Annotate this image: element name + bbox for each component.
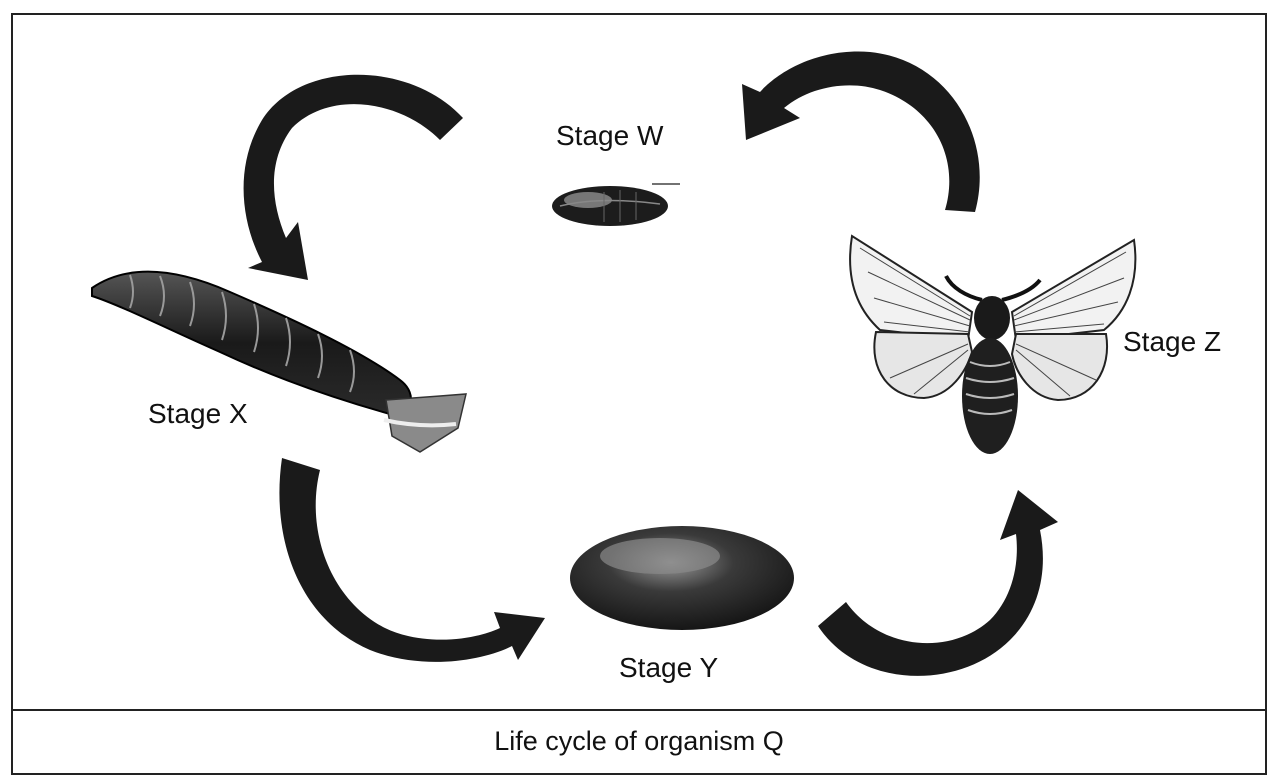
egg-icon	[552, 184, 680, 226]
curved-arrow-icon	[742, 52, 980, 212]
stage-z-label: Stage Z	[1123, 326, 1221, 358]
curved-arrow-icon	[244, 75, 463, 280]
stage-y-label: Stage Y	[619, 652, 718, 684]
diagram-caption: Life cycle of organism Q	[0, 726, 1278, 757]
curved-arrow-icon	[818, 490, 1058, 676]
moth-icon	[850, 236, 1135, 454]
curved-arrow-icon	[279, 458, 545, 662]
pupa-icon	[570, 526, 794, 630]
stage-w-label: Stage W	[556, 120, 663, 152]
stage-x-label: Stage X	[148, 398, 248, 430]
